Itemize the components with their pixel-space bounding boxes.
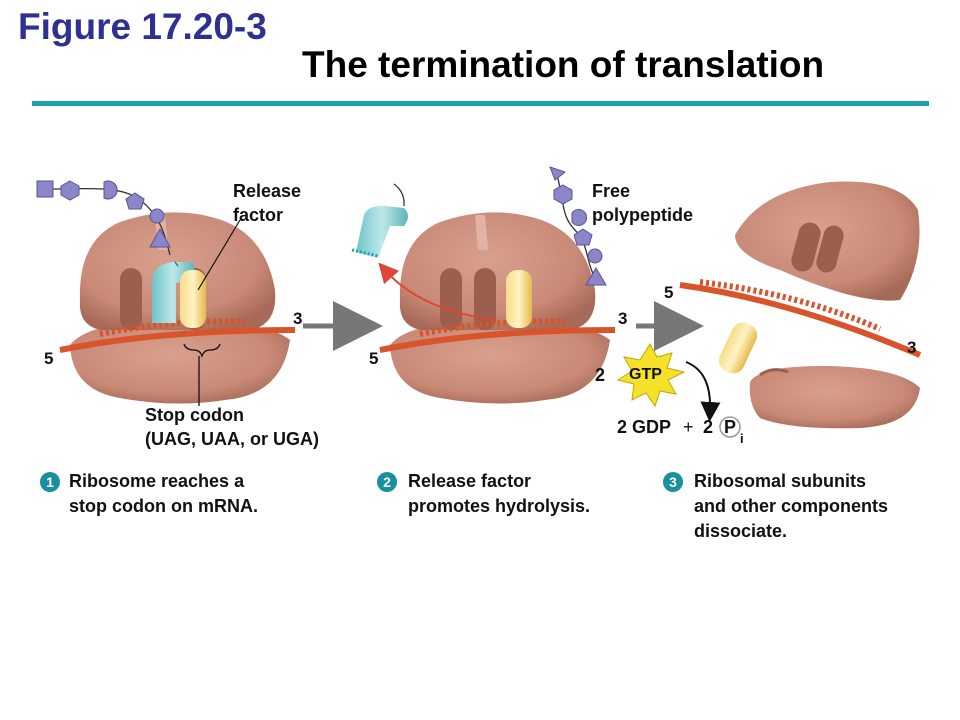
gdp-label: 2 GDP	[617, 417, 672, 437]
stage-3-large-subunit	[735, 181, 920, 301]
stage-2-release-factor	[351, 183, 408, 258]
step-1-number: 1	[40, 472, 60, 492]
stage-2-mrna	[379, 318, 616, 353]
free-polypeptide-label: Free polypeptide	[592, 181, 694, 225]
gtp-count: 2	[595, 365, 606, 385]
step-2-number: 2	[377, 472, 397, 492]
stage-2-three-prime: 3	[618, 309, 628, 328]
stage-3-three-prime: 3	[907, 338, 917, 357]
stage-3-trna	[718, 322, 758, 374]
title-divider	[32, 101, 929, 106]
stop-codon-bracket	[183, 343, 221, 406]
page-title: The termination of translation	[302, 44, 825, 85]
stage-3-small-subunit	[749, 365, 920, 429]
stage-1-mrna	[59, 318, 296, 353]
release-factor-leader	[197, 219, 241, 291]
plus-sign: +	[683, 417, 694, 437]
gtp-star	[616, 343, 686, 408]
stage-3-five-prime: 5	[664, 283, 674, 302]
gtp-hydrolysis-arrow	[685, 361, 721, 422]
stage-1-five-prime: 5	[44, 349, 54, 368]
step-3-number: 3	[663, 472, 683, 492]
phosphate-count: 2	[703, 417, 714, 437]
stage-3-mrna	[679, 282, 922, 358]
phosphate-circle	[719, 416, 741, 438]
release-factor-label: Release factor	[233, 181, 302, 225]
step-2-text: Release factor promotes hydrolysis.	[408, 471, 591, 516]
stage-1-polypeptide	[36, 180, 179, 267]
step-3-text: Ribosomal subunits and other components …	[694, 471, 889, 541]
gtp-label: GTP	[629, 366, 662, 383]
stage-1-three-prime: 3	[293, 309, 303, 328]
phosphate-subscript: i	[740, 431, 744, 446]
stage-1-trna	[180, 270, 206, 328]
stop-codon-label: Stop codon (UAG, UAA, or UGA)	[145, 405, 319, 449]
phosphate-label: P	[724, 417, 737, 437]
figure-label: Figure 17.20-3	[18, 6, 267, 47]
stage-2-five-prime: 5	[369, 349, 379, 368]
step-1-text: Ribosome reaches a stop codon on mRNA.	[69, 471, 258, 516]
release-arrow	[378, 262, 496, 321]
stage-2-trna	[506, 270, 532, 328]
free-polypeptide	[549, 166, 607, 286]
